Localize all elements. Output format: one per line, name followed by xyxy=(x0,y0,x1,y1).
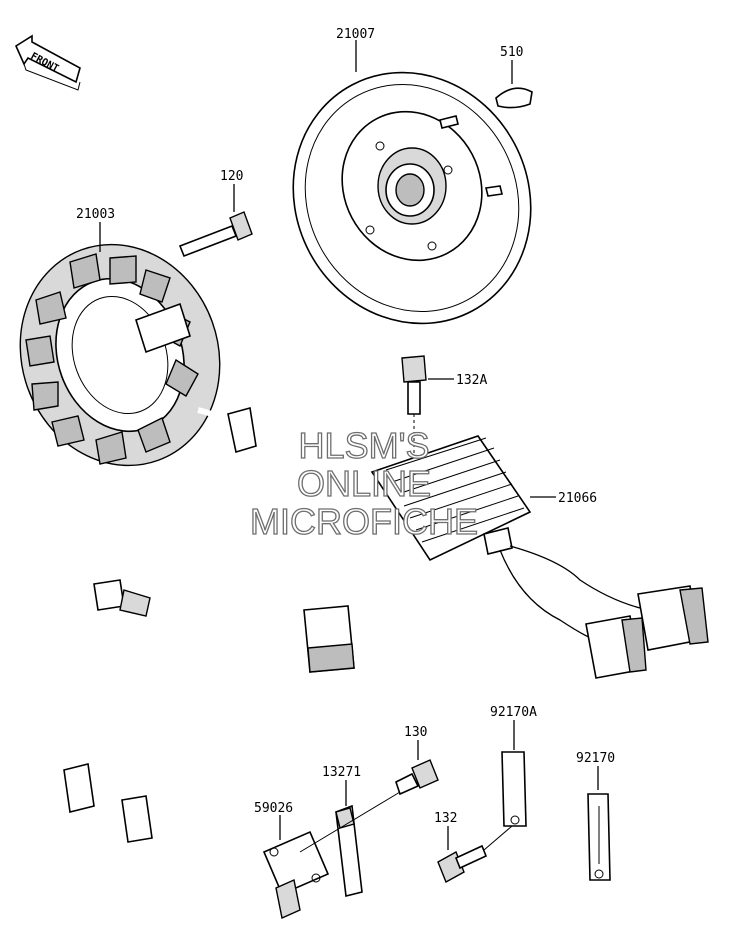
stator-coil xyxy=(19,243,221,467)
label-132: 132 xyxy=(434,811,457,826)
label-130: 130 xyxy=(404,725,427,740)
label-21003: 21003 xyxy=(76,207,115,222)
label-510: 510 xyxy=(500,45,523,60)
bracket-13271 xyxy=(335,804,363,897)
centerline-132 xyxy=(483,825,513,851)
bolt-130 xyxy=(395,759,439,796)
label-21066: 21066 xyxy=(558,491,597,506)
label-92170a: 92170A xyxy=(490,705,537,720)
pickup-harness xyxy=(34,579,282,904)
strap-92170 xyxy=(587,793,611,881)
strap-92170a xyxy=(501,751,527,827)
watermark-line-3: MICROFICHE xyxy=(250,501,478,542)
bolt-120 xyxy=(178,211,253,258)
regulator-rectifier xyxy=(370,435,532,562)
woodruff-key xyxy=(495,87,533,109)
label-59026: 59026 xyxy=(254,801,293,816)
stator-harness xyxy=(197,406,355,673)
label-132a: 132A xyxy=(456,373,487,388)
centerline-130 xyxy=(299,791,401,853)
watermark-line-1: HLSM'S xyxy=(299,425,430,466)
rotor-flywheel xyxy=(292,71,532,325)
regulator-harness xyxy=(499,545,709,679)
front-arrow: FRONT xyxy=(14,34,81,91)
watermark: HLSM'S ONLINE MICROFICHE xyxy=(249,424,478,542)
bolt-132a xyxy=(401,355,427,415)
pickup-sensor xyxy=(262,830,330,919)
watermark-line-2: ONLINE xyxy=(297,463,431,504)
bolt-132 xyxy=(437,844,488,883)
label-120: 120 xyxy=(220,169,243,184)
label-21007: 21007 xyxy=(336,27,375,42)
label-92170: 92170 xyxy=(576,751,615,766)
label-13271: 13271 xyxy=(322,765,361,780)
